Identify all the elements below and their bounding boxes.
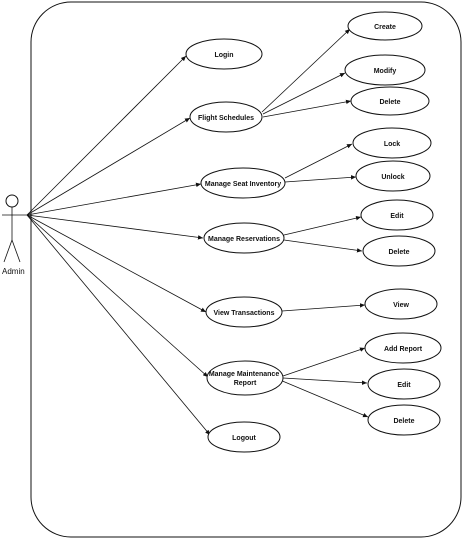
sub-case-delete-reservation-label: Delete	[388, 249, 409, 256]
use-case-view-transactions-label: View Transactions	[214, 310, 275, 317]
use-case-login-label: Login	[214, 52, 233, 59]
sub-case-lock-label: Lock	[384, 141, 400, 148]
use-case-logout[interactable]: Logout	[207, 421, 281, 453]
sub-case-delete-report-label: Delete	[393, 418, 414, 425]
sub-case-modify[interactable]: Modify	[344, 54, 426, 86]
sub-edges	[261, 28, 369, 418]
sub-case-delete-report[interactable]: Delete	[367, 404, 441, 436]
sub-case-delete-flight[interactable]: Delete	[350, 86, 430, 116]
use-case-manage-maintenance-report-label-line2: Report	[234, 380, 257, 387]
use-case-login[interactable]: Login	[185, 38, 263, 70]
use-case-flight-schedules[interactable]: Flight Schedules	[189, 101, 263, 133]
use-case-manage-seat-inventory[interactable]: Manage Seat Inventory	[200, 167, 286, 199]
sub-case-view[interactable]: View	[364, 288, 438, 320]
sub-case-edit-reservation[interactable]: Edit	[360, 199, 434, 231]
actor-label: Admin	[2, 267, 25, 276]
use-case-logout-label: Logout	[232, 435, 256, 442]
sub-case-view-label: View	[393, 302, 409, 309]
sub-case-create[interactable]: Create	[347, 11, 423, 41]
sub-case-delete-reservation[interactable]: Delete	[362, 235, 436, 267]
sub-case-add-report[interactable]: Add Report	[364, 332, 442, 364]
use-case-manage-reservations[interactable]: Manage Reservations	[203, 222, 285, 254]
use-case-manage-seat-inventory-label: Manage Seat Inventory	[205, 181, 281, 188]
sub-case-add-report-label: Add Report	[384, 346, 423, 353]
sub-case-edit-report[interactable]: Edit	[367, 368, 441, 400]
actor-figure	[2, 194, 27, 263]
sub-case-unlock[interactable]: Unlock	[355, 160, 431, 192]
use-case-flight-schedules-label: Flight Schedules	[198, 115, 254, 122]
sub-case-delete-flight-label: Delete	[379, 99, 400, 106]
sub-case-edit-report-label: Edit	[397, 382, 411, 389]
sub-case-edit-reservation-label: Edit	[390, 213, 404, 220]
use-case-manage-maintenance-report-label-line1: Manage Maintenance	[209, 371, 280, 378]
use-case-manage-maintenance-report[interactable]: Manage Maintenance Report	[206, 360, 284, 396]
sub-case-modify-label: Modify	[374, 68, 397, 75]
sub-case-lock[interactable]: Lock	[352, 127, 432, 159]
actor-edges	[26, 55, 211, 436]
svg-text:Manage Maintenance Repor: Manage Maintenance Report	[209, 371, 281, 387]
system-boundary	[30, 1, 462, 538]
sub-case-create-label: Create	[374, 24, 396, 31]
use-case-manage-reservations-label: Manage Reservations	[208, 236, 280, 243]
use-case-view-transactions[interactable]: View Transactions	[205, 296, 283, 328]
sub-case-unlock-label: Unlock	[381, 174, 404, 181]
